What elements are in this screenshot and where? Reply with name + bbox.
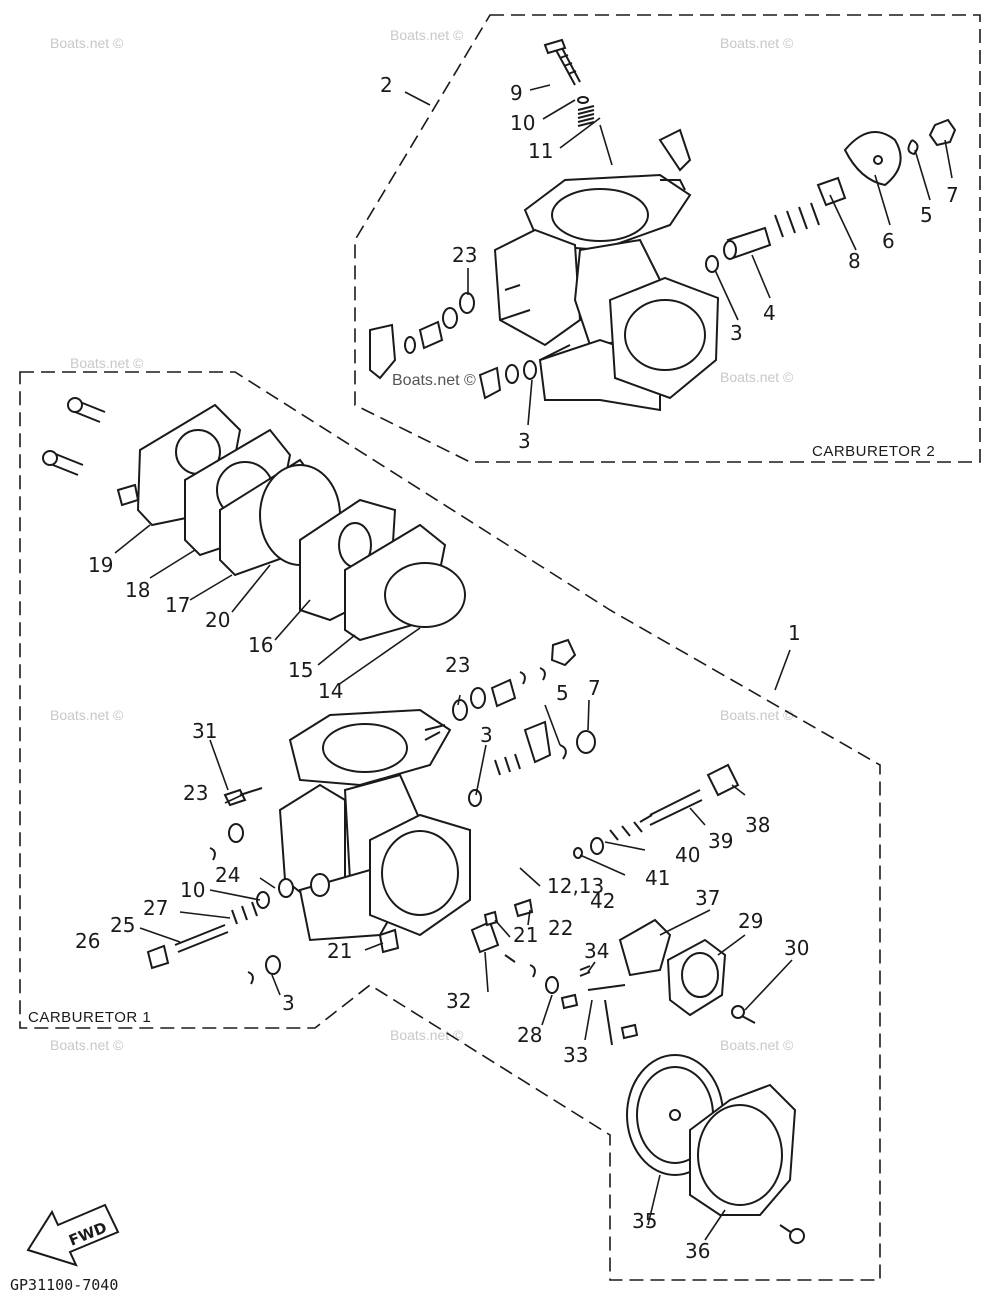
callout-14: 14: [318, 679, 343, 703]
callout-34: 34: [584, 939, 609, 963]
washer-part-3a: [705, 255, 719, 273]
return-spring: [774, 202, 820, 238]
callout-7: 7: [588, 676, 601, 700]
carburetor-1-label: CARBURETOR 1: [28, 1009, 151, 1026]
callout-17: 17: [165, 593, 190, 617]
watermark: Boats.net ©: [720, 369, 794, 385]
lever-part-8: [816, 176, 847, 207]
nut-part-7: [928, 118, 957, 147]
callout-15: 15: [288, 658, 313, 682]
jet-part-32: [470, 920, 500, 954]
callout-8: 8: [848, 249, 861, 273]
screw-part-25: [174, 924, 229, 953]
callout-40: 40: [675, 843, 700, 867]
callout-42: 42: [590, 889, 615, 913]
valve-part-14: [384, 562, 466, 628]
callout-11: 11: [528, 139, 553, 163]
callout-29: 29: [738, 909, 763, 933]
gasket-stack: [42, 397, 466, 642]
bracket: [523, 720, 552, 764]
watermark: Boats.net ©: [50, 1037, 124, 1053]
watermark-center: Boats.net ©: [392, 372, 476, 389]
watermark: Boats.net ©: [390, 27, 464, 43]
callout-39: 39: [708, 829, 733, 853]
callout-19: 19: [88, 553, 113, 577]
callout-3: 3: [730, 321, 743, 345]
fuel-fitting: [369, 323, 397, 380]
callout-3: 3: [480, 723, 493, 747]
callout-27: 27: [143, 896, 168, 920]
washer-part-3b: [523, 360, 537, 380]
callout-23: 23: [183, 781, 208, 805]
callout-5: 5: [556, 681, 569, 705]
callout-23: 23: [445, 653, 470, 677]
callout-26: 26: [75, 929, 100, 953]
throttle-shaft-part-4: [723, 226, 772, 260]
screw-part-9: [543, 38, 581, 86]
callout-4: 4: [763, 301, 776, 325]
callout-22: 22: [548, 916, 573, 940]
watermark: Boats.net ©: [390, 1027, 464, 1043]
callout-12-13: 12,13: [547, 874, 604, 898]
nut: [550, 638, 577, 667]
clip-part-5: [907, 139, 919, 156]
callout-32: 32: [446, 989, 471, 1013]
callout-24: 24: [215, 863, 240, 887]
callout-21: 21: [327, 939, 352, 963]
gasket-part-37: [618, 918, 672, 977]
callouts: 2 9 10 11 23 3 4 8 6 5 7 3 19 18 17 20 1…: [75, 73, 959, 1263]
callout-20: 20: [205, 608, 230, 632]
carb2-parts: [369, 38, 957, 412]
fwd-arrow: FWD: [26, 1203, 120, 1267]
carb1-parts: [146, 638, 805, 1244]
callout-28: 28: [517, 1023, 542, 1047]
callout-10: 10: [180, 878, 205, 902]
spring-part-11: [577, 105, 595, 127]
carburetor-2-box: CARBURETOR 2: [354, 14, 981, 463]
callout-35: 35: [632, 1209, 657, 1233]
spring-part-10: [577, 96, 589, 104]
cap-part-38: [706, 763, 740, 797]
watermark: Boats.net ©: [70, 355, 144, 371]
callout-16: 16: [248, 633, 273, 657]
callout-1: 1: [788, 621, 801, 645]
cap-part-26: [146, 944, 170, 970]
callout-6: 6: [882, 229, 895, 253]
watermark: Boats.net ©: [720, 1037, 794, 1053]
watermark: Boats.net ©: [50, 707, 124, 723]
watermark: Boats.net ©: [50, 35, 124, 51]
carburetor-2-label: CARBURETOR 2: [812, 443, 935, 460]
callout-41: 41: [645, 866, 670, 890]
washer-part-23a: [459, 292, 475, 314]
callout-3: 3: [518, 429, 531, 453]
carburetor-1-box: CARBURETOR 1: [19, 371, 881, 1281]
carburetor-body-2: [493, 128, 720, 412]
watermark: Boats.net ©: [720, 35, 794, 51]
callout-10: 10: [510, 111, 535, 135]
callout-9: 9: [510, 81, 523, 105]
callout-37: 37: [695, 886, 720, 910]
callout-3: 3: [282, 991, 295, 1015]
callout-33: 33: [563, 1043, 588, 1067]
callout-25: 25: [110, 913, 135, 937]
callout-36: 36: [685, 1239, 710, 1263]
needle-valve-part-39: [639, 789, 703, 826]
callout-23: 23: [452, 243, 477, 267]
callout-31: 31: [192, 719, 217, 743]
callout-5: 5: [920, 203, 933, 227]
cover-part-29: [666, 938, 727, 1017]
watermarks: Boats.net © Boats.net © Boats.net © Boat…: [50, 27, 794, 1053]
roller: [478, 366, 502, 400]
callout-30: 30: [784, 936, 809, 960]
callout-18: 18: [125, 578, 150, 602]
leader-lines: [114, 84, 953, 1241]
callout-21: 21: [513, 923, 538, 947]
callout-38: 38: [745, 813, 770, 837]
drawing-code: GP31100-7040: [10, 1276, 118, 1294]
watermark: Boats.net ©: [720, 707, 794, 723]
throttle-plate-part-6: [843, 131, 902, 187]
callout-7: 7: [946, 183, 959, 207]
callout-2: 2: [380, 73, 393, 97]
